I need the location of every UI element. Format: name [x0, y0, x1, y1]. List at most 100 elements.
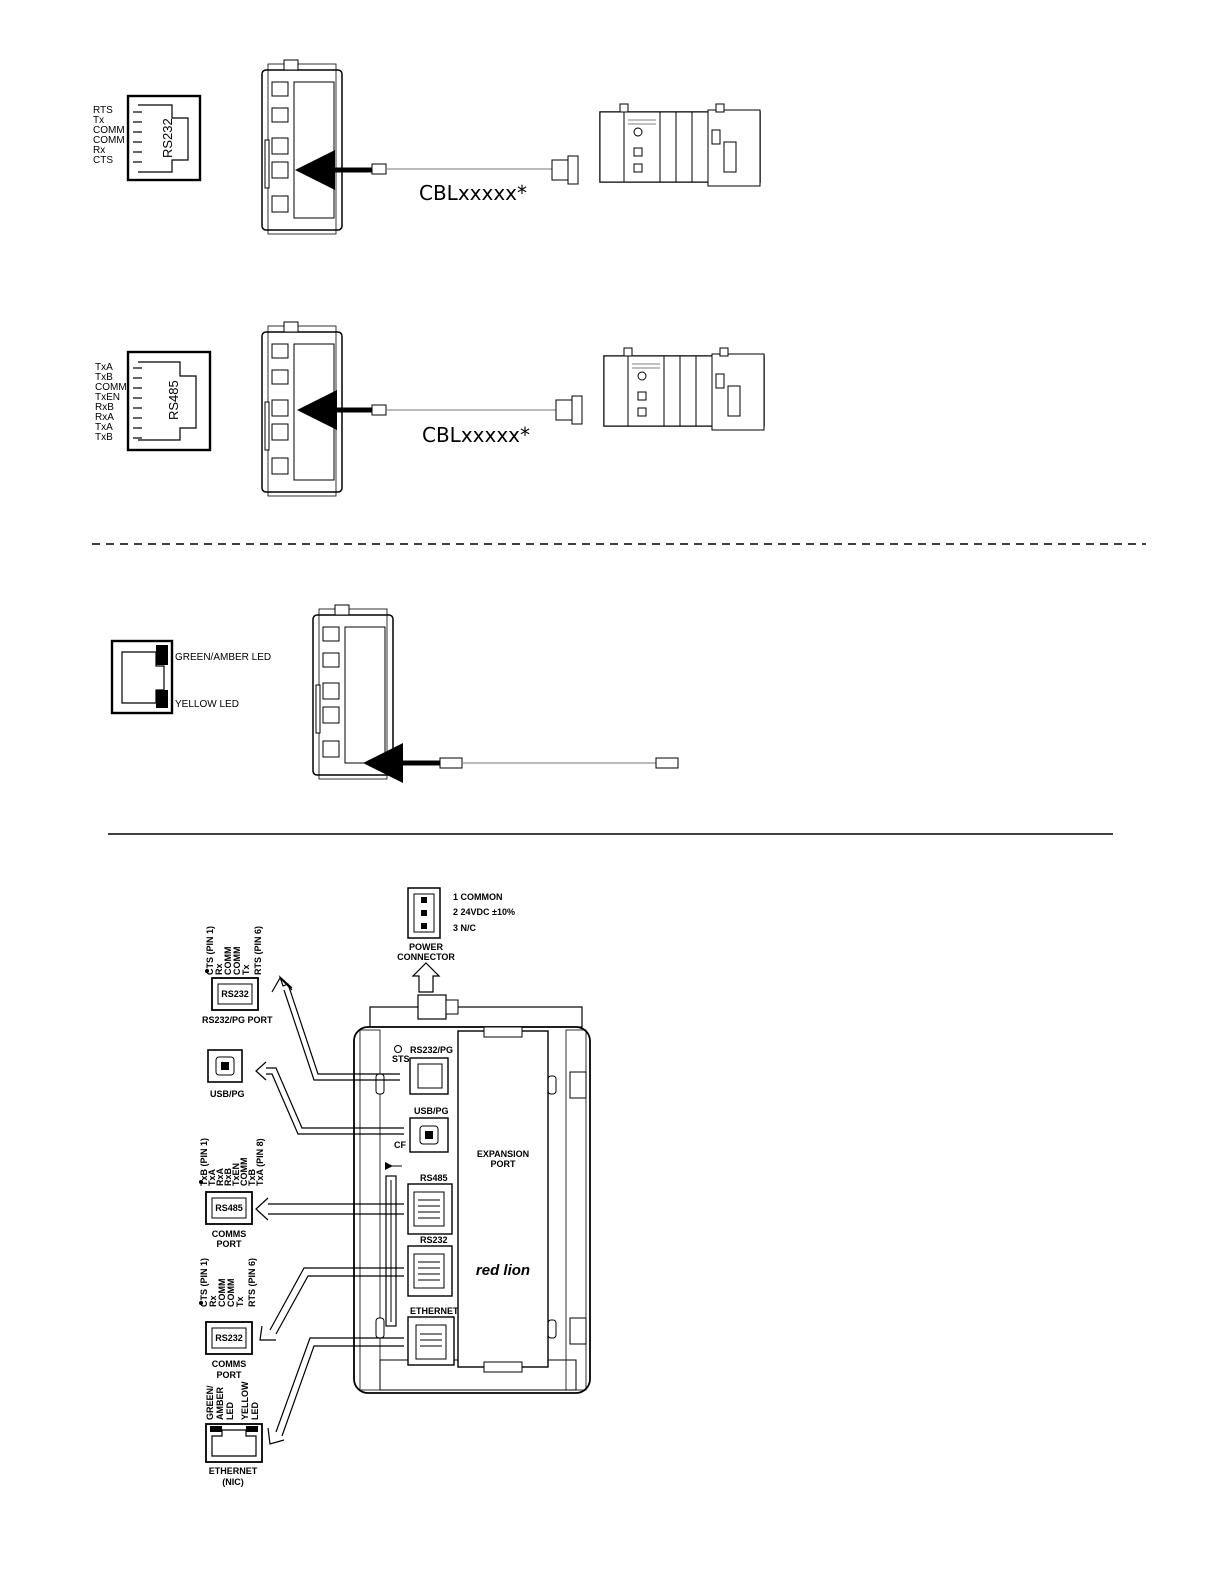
rs232pg-pin-labels: CTS (PIN 1) Rx COMM COMM Tx RTS (PIN 6): [205, 926, 263, 975]
pin-label: RTS (PIN 6): [247, 1258, 257, 1307]
pin-label: COMM: [217, 1279, 227, 1308]
power-connector: 1 COMMON 2 24VDC ±10% 3 N/C POWER CONNEC…: [397, 887, 515, 993]
power-label: POWER: [409, 942, 444, 952]
expansion-port: [457, 1030, 549, 1368]
pin-label: COMM: [232, 947, 242, 976]
port-label: RS232/PG: [410, 1045, 453, 1055]
pin-label: CTS: [93, 155, 113, 166]
ethernet-nic-callout: GREEN/ AMBER LED YELLOW LED ETHERNET (NI…: [205, 1337, 404, 1487]
section-rs232: RTS Tx COMM COMM Rx CTS RS232: [93, 59, 761, 235]
cable: [439, 757, 679, 769]
pin-label: COMM: [95, 382, 127, 393]
pin-label: COMM: [93, 125, 125, 136]
port-name: RS232: [215, 1333, 243, 1343]
power-pin-label: 3 N/C: [453, 923, 477, 933]
section-rs485: TxA TxB COMM TxEN RxB RxA TxA TxB RS485: [95, 321, 765, 497]
cable: [371, 395, 583, 425]
port-label: RS485: [420, 1173, 448, 1183]
pin-label: COMM: [226, 1279, 236, 1308]
pin-label: Rx: [208, 1295, 218, 1307]
led-label: AMBER: [215, 1387, 225, 1420]
pin-label: TxEN: [231, 1163, 241, 1186]
pin-label: Rx: [214, 963, 224, 975]
expansion-label: PORT: [490, 1159, 516, 1169]
port-name: RS485: [215, 1203, 243, 1213]
sts-led-icon: [394, 1045, 402, 1053]
pin-label: TxB: [95, 432, 113, 443]
pin-label: TxA: [207, 1168, 217, 1186]
led-label: GREEN/: [205, 1385, 215, 1420]
led-label: YELLOW: [240, 1381, 250, 1420]
pin-label: RxA: [215, 1167, 225, 1186]
arrowhead-icon: [255, 1061, 267, 1081]
rs232-comms-callout: CTS (PIN 1) Rx COMM COMM Tx RTS (PIN 6) …: [199, 1258, 404, 1380]
up-arrow-icon: [411, 962, 441, 993]
arrowhead-icon: [255, 1197, 269, 1221]
rs232-pin-labels: CTS (PIN 1) Rx COMM COMM Tx RTS (PIN 6): [199, 1258, 257, 1307]
port-caption: COMMS: [212, 1359, 247, 1369]
pin-label: CTS (PIN 1): [199, 1258, 209, 1307]
pin-label: COMM: [93, 135, 125, 146]
led-label: LED: [250, 1401, 260, 1420]
port-caption: PORT: [216, 1370, 242, 1380]
rs232pg-port-callout: CTS (PIN 1) Rx COMM COMM Tx RTS (PIN 6) …: [202, 926, 400, 1081]
arrowhead-icon: [259, 1325, 276, 1341]
cf-label: CF: [394, 1140, 406, 1150]
port-caption: COMMS: [212, 1229, 247, 1239]
rs485-pin-labels: TxB (PIN 1) TxA RxA RxB TxEN COMM TxB Tx…: [199, 1138, 265, 1186]
pin-label: COMM: [223, 947, 233, 976]
power-pin-label: 2 24VDC ±10%: [453, 907, 515, 917]
pin-label: CTS (PIN 1): [205, 926, 215, 975]
usbpg-callout: USB/PG: [207, 1049, 404, 1135]
led-label-top: GREEN/AMBER LED: [175, 652, 271, 663]
rs232-pin-labels: RTS Tx COMM COMM Rx CTS: [93, 105, 125, 166]
plc-icon: [599, 103, 761, 187]
port-caption: (NIC): [222, 1477, 244, 1487]
pin-label: RTS (PIN 6): [253, 926, 263, 975]
pin-label: TxB: [247, 1168, 257, 1186]
section-device-detail: 1 COMMON 2 24VDC ±10% 3 N/C POWER CONNEC…: [199, 887, 591, 1487]
port-caption: ETHERNET: [209, 1466, 258, 1476]
led-label: LED: [225, 1401, 235, 1420]
plc-icon: [603, 347, 765, 431]
port-name: RS485: [166, 380, 181, 420]
cable: [371, 155, 579, 185]
pin-label: RxA: [95, 412, 114, 423]
pin-label: TxEN: [95, 392, 120, 403]
pin-label: Rx: [93, 145, 105, 156]
sts-label: STS: [392, 1054, 410, 1064]
pin-label: Tx: [241, 964, 251, 975]
pin-label: RxB: [223, 1167, 233, 1186]
ethernet-led-labels: GREEN/ AMBER LED YELLOW LED: [205, 1381, 260, 1420]
port-label: USB/PG: [414, 1106, 449, 1116]
cable-label: CBLxxxxx*: [422, 423, 530, 447]
pin-label: RTS: [93, 105, 113, 116]
section-ethernet: GREEN/AMBER LED YELLOW LED: [110, 604, 679, 783]
port-name: RS232: [160, 118, 175, 158]
pin-label: Tx: [235, 1296, 245, 1307]
arrowhead-icon: [271, 977, 293, 993]
pin-label: RxB: [95, 402, 114, 413]
rs485-pin-labels: TxA TxB COMM TxEN RxB RxA TxA TxB: [95, 362, 127, 443]
device-thumbnail: [312, 604, 394, 780]
pin-label: TxA (PIN 8): [255, 1138, 265, 1186]
power-pin-label: 1 COMMON: [453, 892, 503, 902]
port-label: ETHERNET: [410, 1306, 459, 1316]
port-caption: PORT: [216, 1239, 242, 1249]
ethernet-led-icon: [110, 639, 174, 715]
red-lion-logo: red lion: [476, 1262, 530, 1279]
led-label-bottom: YELLOW LED: [175, 699, 239, 710]
device-thumbnail: [261, 59, 343, 235]
expansion-label: EXPANSION: [477, 1149, 529, 1159]
pin-label: TxB: [95, 372, 113, 383]
port-name: RS232: [221, 989, 249, 999]
cable-label: CBLxxxxx*: [419, 181, 527, 205]
device-body: STS CF RS232/PG USB/PG RS485 RS232: [353, 994, 591, 1394]
pin-label: TxA: [95, 422, 113, 433]
port-caption: RS232/PG PORT: [202, 1015, 273, 1025]
power-label: CONNECTOR: [397, 952, 455, 962]
port-label: RS232: [420, 1235, 448, 1245]
rs485-comms-callout: TxB (PIN 1) TxA RxA RxB TxEN COMM TxB Tx…: [199, 1138, 404, 1249]
pin-label: TxB (PIN 1): [199, 1138, 209, 1186]
